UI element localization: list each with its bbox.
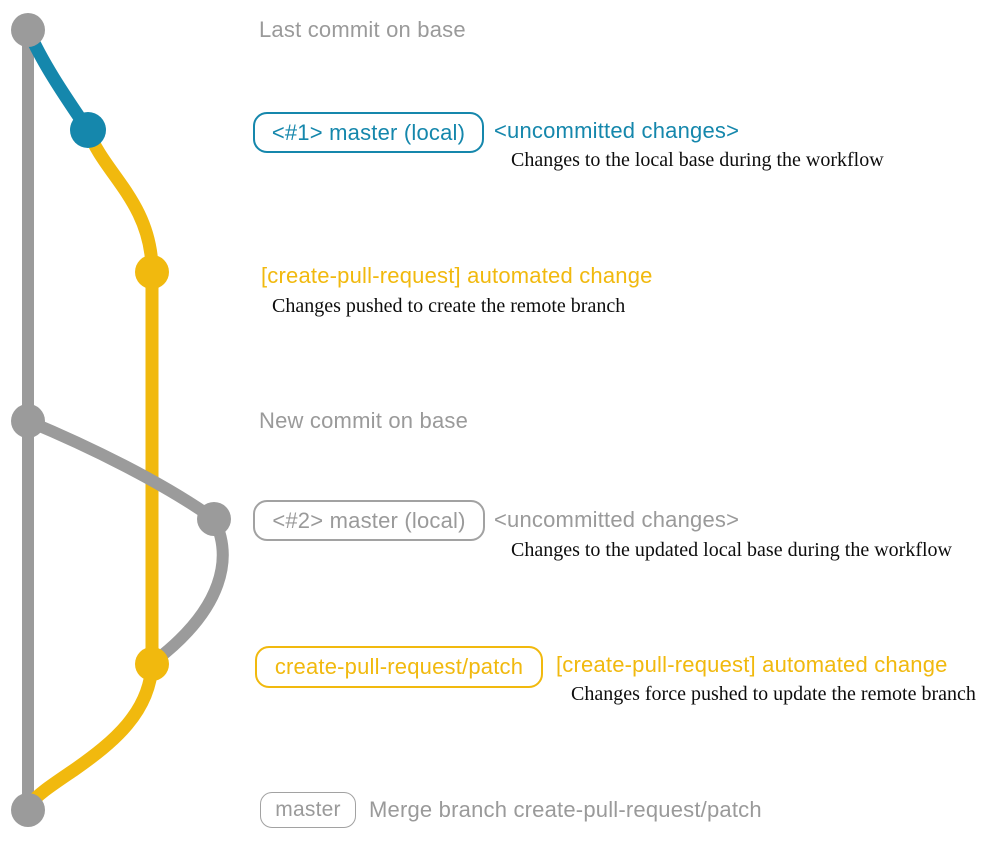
caption-updated-local-base-changes: Changes to the updated local base during…: [511, 539, 952, 561]
pull-request-branch-line: [21, 123, 159, 813]
heading-automated-change-1: [create-pull-request] automated change: [261, 263, 653, 288]
rebase-branch-line: [22, 415, 229, 667]
heading-uncommitted-changes-2: <uncommitted changes>: [494, 507, 740, 532]
commit-node-last-base: [11, 13, 45, 47]
branch-badge-master: master: [260, 792, 356, 828]
label-new-commit-on-base: New commit on base: [259, 408, 469, 433]
branch-badge-master-local-1: <#1> master (local): [253, 112, 484, 153]
commit-node-new-base: [11, 404, 45, 438]
caption-merge-branch: Merge branch create-pull-request/patch: [369, 797, 762, 822]
commit-node-merge: [11, 793, 45, 827]
heading-automated-change-2: [create-pull-request] automated change: [556, 652, 948, 677]
caption-force-pushed-update-remote: Changes force pushed to update the remot…: [571, 683, 976, 705]
caption-pushed-to-create-remote: Changes pushed to create the remote bran…: [272, 295, 626, 317]
commit-node-local-1: [70, 112, 106, 148]
branch-badge-create-pull-request-patch: create-pull-request/patch: [255, 646, 543, 688]
commit-node-local-2: [197, 502, 231, 536]
caption-local-base-changes: Changes to the local base during the wor…: [511, 149, 884, 171]
branch-badge-master-local-2: <#2> master (local): [253, 500, 485, 541]
commit-node-automated-change-1: [135, 255, 169, 289]
label-last-commit-on-base: Last commit on base: [259, 17, 466, 42]
heading-uncommitted-changes-1: <uncommitted changes>: [494, 118, 740, 143]
commit-node-automated-change-2: [135, 647, 169, 681]
